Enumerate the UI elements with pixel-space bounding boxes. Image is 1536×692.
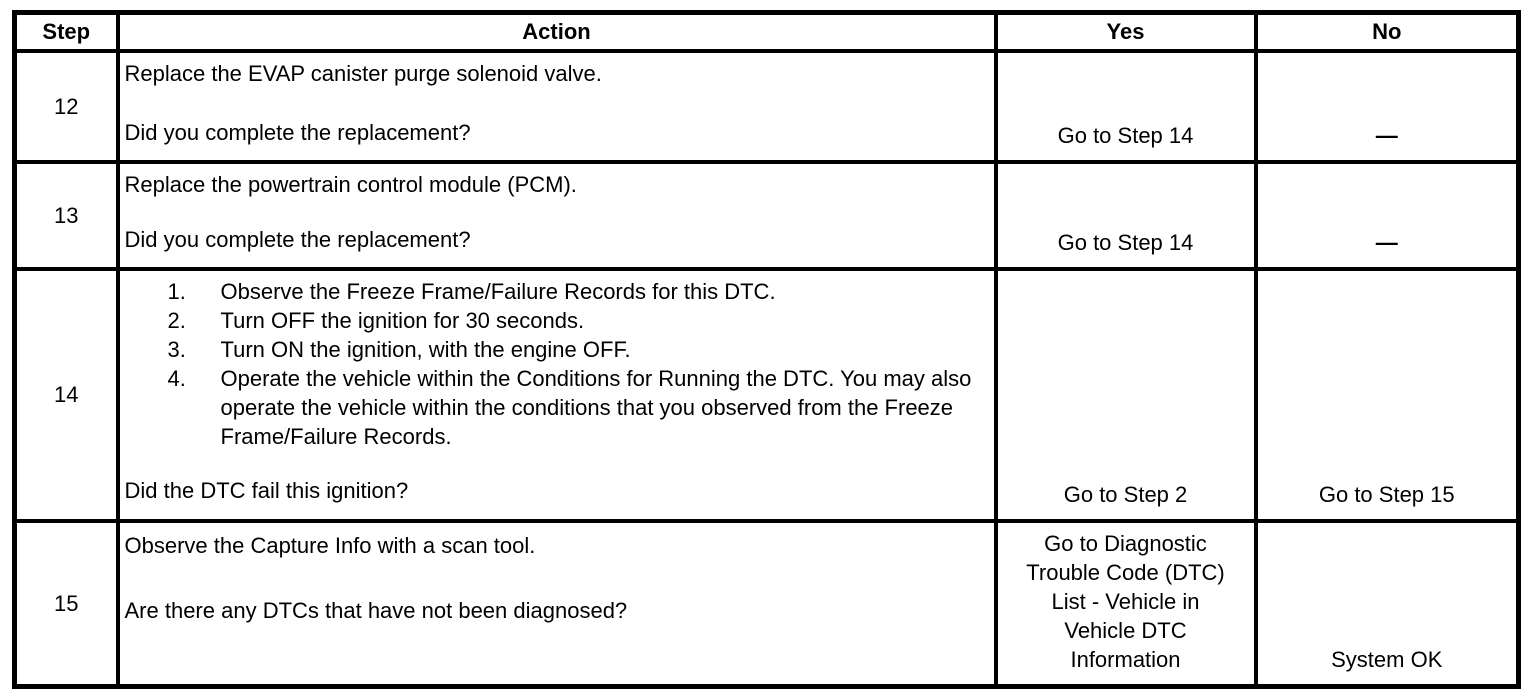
list-item-number: 2. [167, 307, 186, 333]
yes-cell: Go to Step 14 [993, 48, 1258, 164]
step-number: 13 [12, 159, 120, 271]
no-cell: — [1253, 159, 1521, 271]
list-item-number: 1. [167, 278, 186, 304]
list-item-text: Observe the Freeze Frame/Failure Records… [220, 278, 776, 304]
list-item-number: 4. [167, 365, 186, 391]
column-header-step: Step [12, 10, 120, 53]
action-question: Did you complete the replacement? [124, 226, 471, 252]
list-item: 2. Turn OFF the ignition for 30 seconds. [168, 306, 990, 335]
yes-cell: Go to Step 2 [993, 266, 1258, 523]
no-cell: System OK [1253, 518, 1521, 688]
header-row: Step Action Yes No [12, 10, 1521, 53]
table-row-step-13: 13 Replace the powertrain control module… [12, 159, 1521, 271]
yes-cell: Go to Step 14 [993, 159, 1258, 271]
list-item-text: Turn OFF the ignition for 30 seconds. [220, 307, 585, 333]
no-cell: — [1253, 48, 1521, 164]
list-item-text: Operate the vehicle within the Condition… [220, 365, 972, 449]
list-item-text: Turn ON the ignition, with the engine OF… [220, 336, 631, 362]
action-text: Observe the Capture Info with a scan too… [124, 532, 536, 558]
action-cell: Replace the powertrain control module (P… [115, 159, 998, 271]
column-header-no: No [1253, 10, 1521, 53]
action-question: Are there any DTCs that have not been di… [124, 597, 628, 623]
list-item-number: 3. [167, 336, 186, 362]
column-header-action: Action [115, 10, 998, 53]
action-question: Did the DTC fail this ignition? [124, 477, 409, 503]
no-cell: Go to Step 15 [1253, 266, 1521, 523]
action-cell: 1. Observe the Freeze Frame/Failure Reco… [115, 266, 998, 523]
step-number: 12 [12, 48, 120, 164]
step-number: 15 [12, 518, 120, 688]
column-header-yes: Yes [993, 10, 1258, 53]
action-text: Replace the powertrain control module (P… [124, 171, 577, 197]
action-text: Replace the EVAP canister purge solenoid… [124, 60, 602, 86]
action-cell: Observe the Capture Info with a scan too… [115, 518, 998, 688]
list-item: 1. Observe the Freeze Frame/Failure Reco… [168, 277, 990, 306]
action-question: Did you complete the replacement? [124, 119, 471, 145]
action-numbered-list: 1. Observe the Freeze Frame/Failure Reco… [168, 277, 990, 451]
table-row-step-12: 12 Replace the EVAP canister purge solen… [12, 48, 1521, 164]
list-item: 3. Turn ON the ignition, with the engine… [168, 335, 990, 364]
table-row-step-15: 15 Observe the Capture Info with a scan … [12, 518, 1521, 688]
step-number: 14 [12, 266, 120, 523]
table-row-step-14: 14 1. Observe the Freeze Frame/Failure R… [12, 266, 1521, 523]
action-cell: Replace the EVAP canister purge solenoid… [115, 48, 998, 164]
yes-cell: Go to Diagnostic Trouble Code (DTC) List… [993, 518, 1258, 688]
list-item: 4. Operate the vehicle within the Condit… [168, 364, 990, 451]
diagnostic-table: Step Action Yes No 12 Replace the EVAP c… [12, 10, 1521, 689]
